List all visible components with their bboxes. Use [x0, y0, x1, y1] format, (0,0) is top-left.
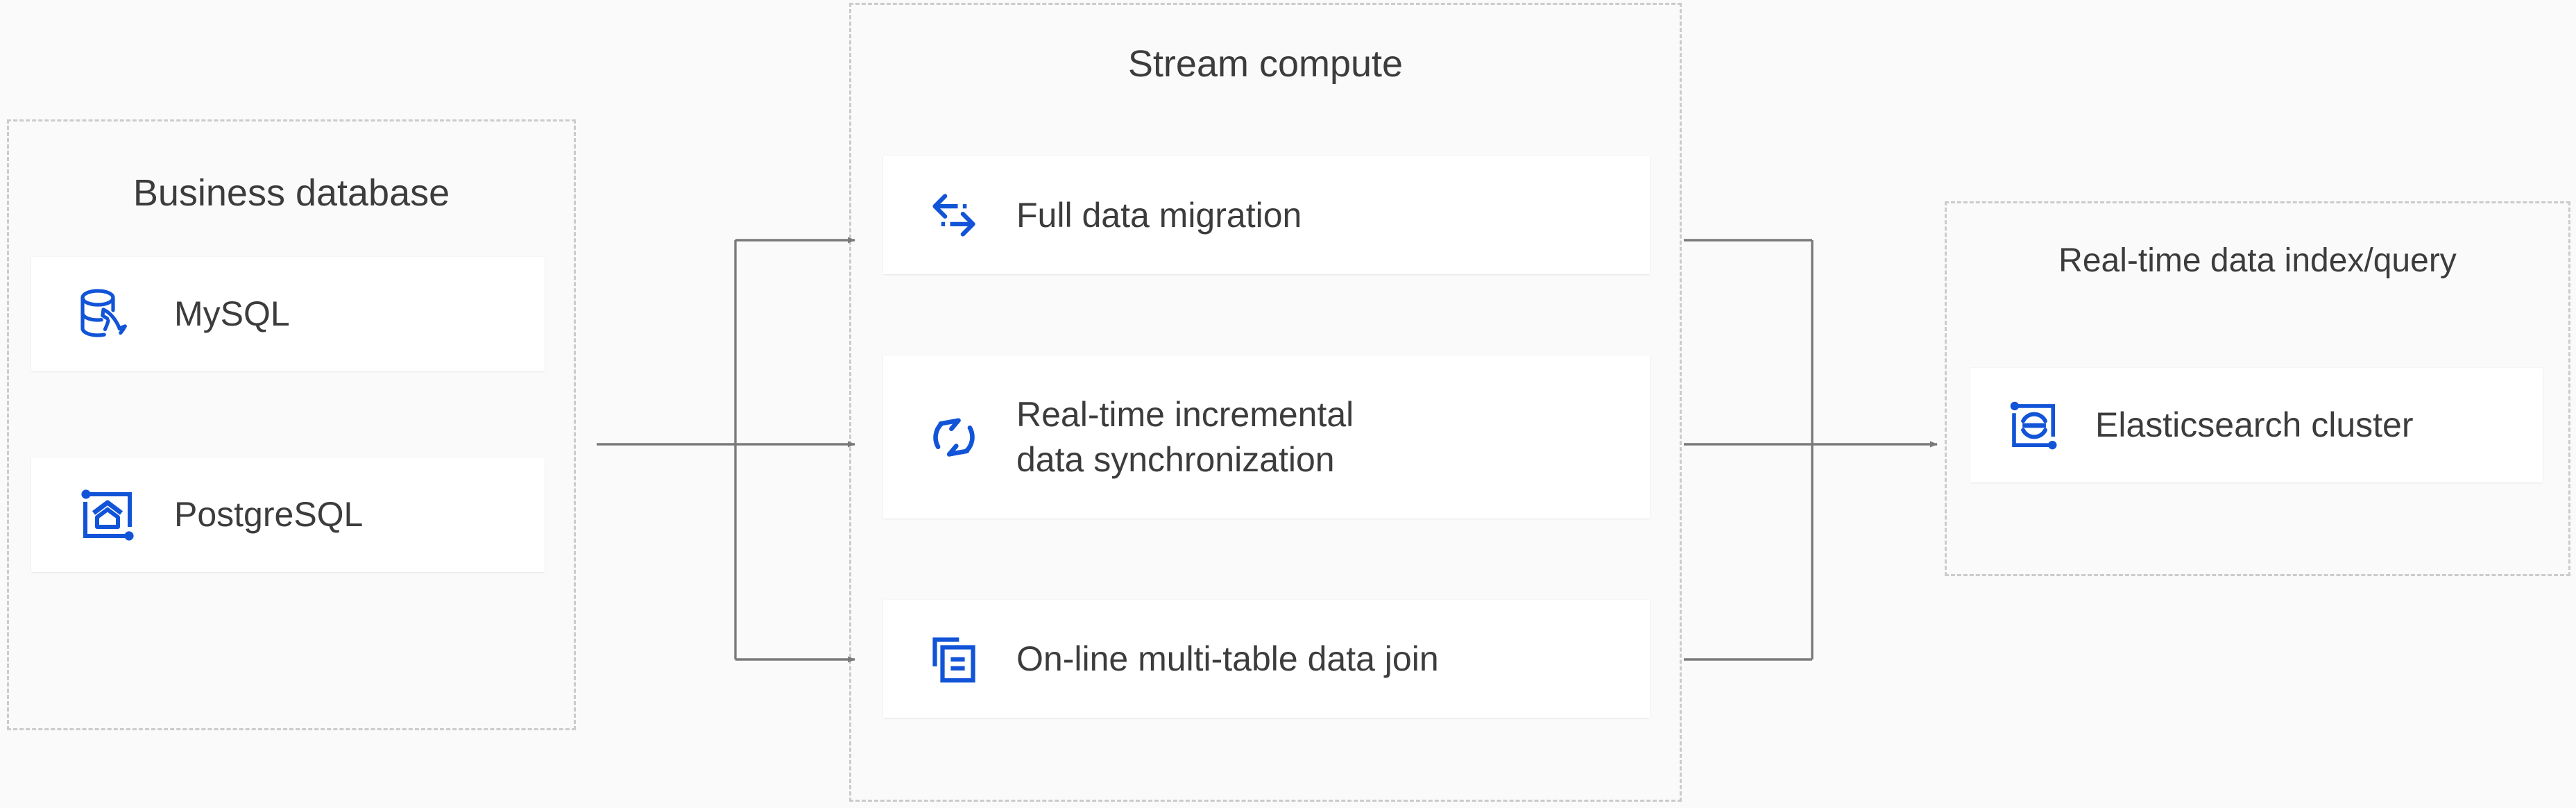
card-label-online-multitable-join: On-line multi-table data join: [1016, 639, 1439, 678]
card-postgresql[interactable]: PostgreSQL: [31, 457, 545, 572]
card-label-full-data-migration: Full data migration: [1016, 195, 1302, 235]
card-label-mysql: MySQL: [174, 294, 290, 333]
elasticsearch-icon: [2004, 394, 2066, 457]
card-label-line-2: data synchronization: [1016, 439, 1335, 479]
card-realtime-incremental-sync[interactable]: Real-time incremental data synchronizati…: [883, 355, 1650, 519]
connector-merge-right: [1684, 239, 1938, 661]
card-label-postgresql: PostgreSQL: [174, 495, 364, 534]
group-stream-compute: Stream compute: [849, 3, 1682, 802]
group-index-query: Real-time data index/query: [1945, 201, 2570, 576]
group-business-database: Business database: [7, 119, 576, 730]
card-label-elasticsearch-cluster: Elasticsearch cluster: [2095, 405, 2414, 444]
multi-table-join-icon: [923, 628, 984, 689]
card-online-multitable-join[interactable]: On-line multi-table data join: [883, 600, 1650, 718]
postgresql-elephant-icon: [74, 482, 141, 548]
card-mysql[interactable]: MySQL: [31, 257, 545, 371]
card-label-realtime-incremental-sync: Real-time incremental data synchronizati…: [1016, 392, 1354, 482]
bidirectional-arrows-icon: [923, 185, 984, 246]
group-title-business-database: Business database: [133, 172, 450, 214]
sync-refresh-icon: [923, 407, 984, 468]
group-title-stream-compute: Stream compute: [1127, 43, 1404, 85]
connector-fanout-left: [597, 237, 855, 663]
group-title-index-query: Real-time data index/query: [2058, 242, 2457, 279]
card-full-data-migration[interactable]: Full data migration: [883, 156, 1650, 274]
mysql-database-icon: [74, 281, 141, 348]
card-label-line-1: Real-time incremental: [1016, 394, 1354, 434]
card-elasticsearch-cluster[interactable]: Elasticsearch cluster: [1970, 368, 2543, 482]
